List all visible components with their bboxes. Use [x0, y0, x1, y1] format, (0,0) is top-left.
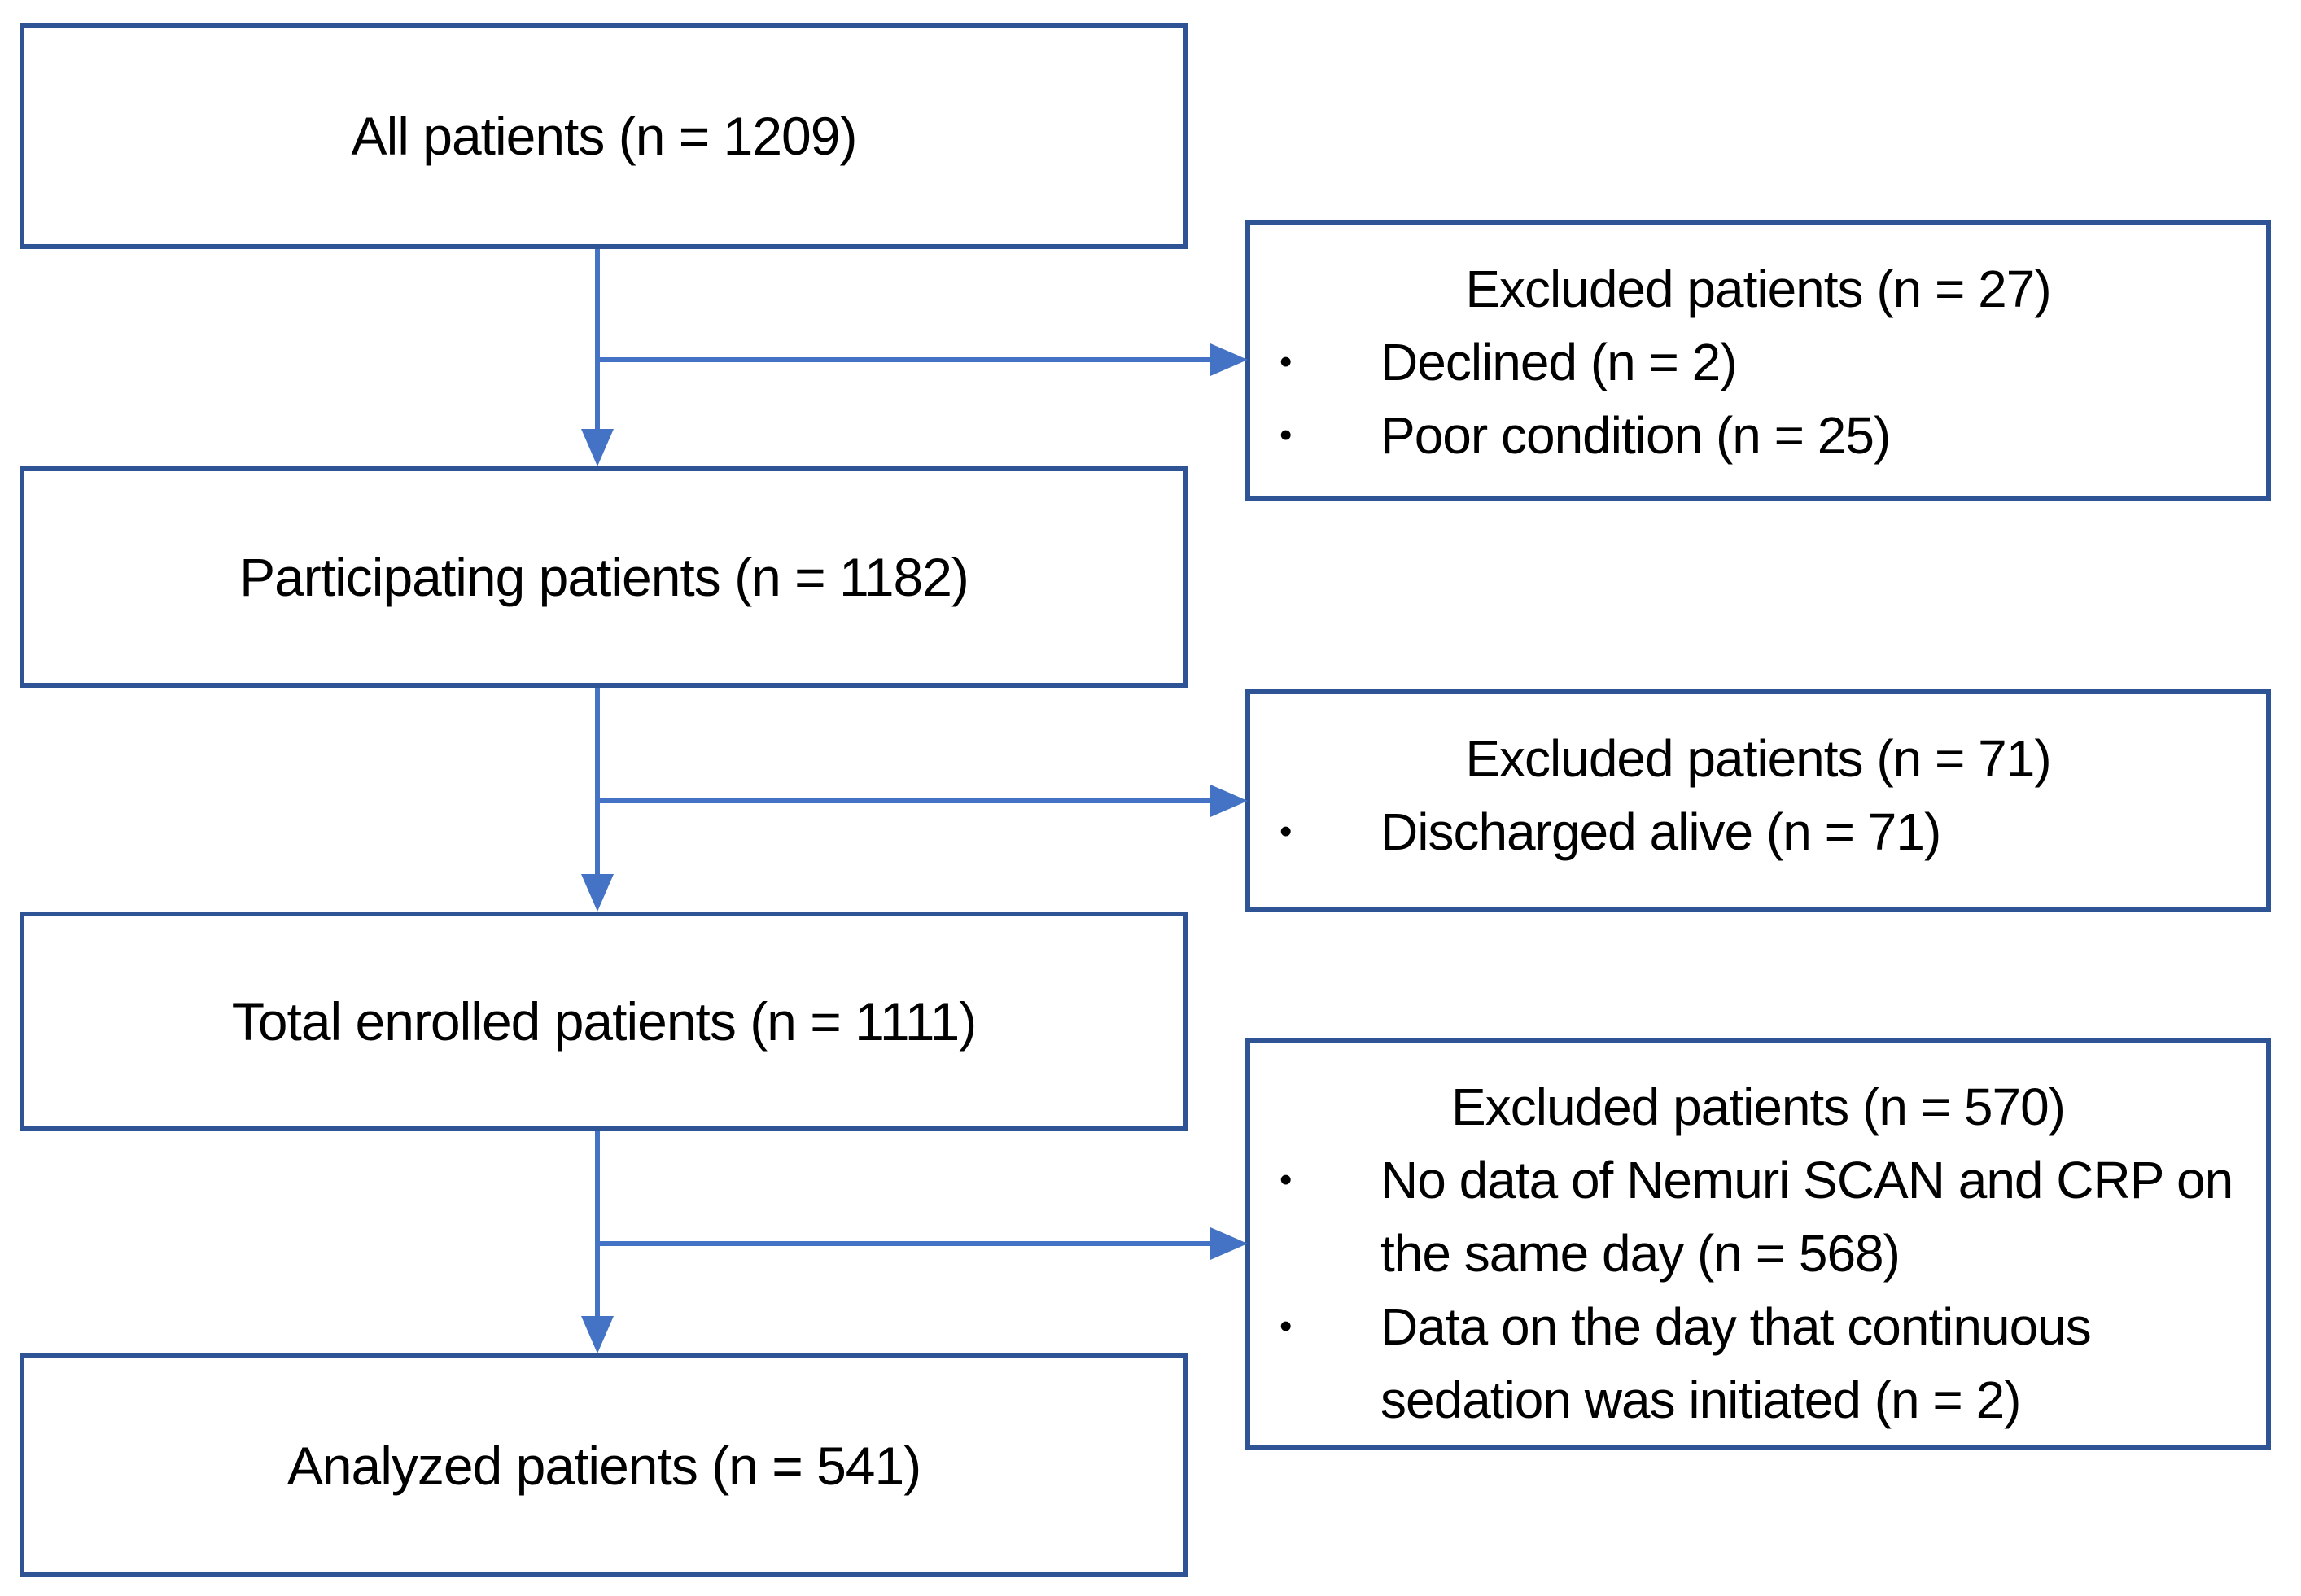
branch-line-3 [597, 1241, 1214, 1246]
arrow-down-icon [581, 1316, 614, 1353]
exclusion-item-text: Poor condition (n = 25) [1380, 406, 1891, 465]
arrow-down-icon [581, 429, 614, 466]
connector-line-1 [595, 249, 600, 436]
flow-box-all-patients: All patients (n = 1209) [20, 23, 1188, 249]
bullet-icon: • [1280, 811, 1292, 851]
flow-box-label: Total enrolled patients (n = 1111) [231, 991, 977, 1052]
exclusion-title: Excluded patients (n = 570) [1451, 1078, 2066, 1136]
exclusion-box-27: Excluded patients (n = 27) • Declined (n… [1245, 220, 2271, 501]
exclusion-item: • Discharged alive (n = 71) [1250, 795, 2266, 868]
bullet-icon: • [1280, 415, 1292, 455]
bullet-icon: • [1280, 342, 1292, 382]
connector-line-2 [595, 688, 600, 880]
branch-line-2 [597, 798, 1214, 803]
exclusion-item: • Declined (n = 2) [1250, 326, 2266, 399]
branch-line-1 [597, 357, 1214, 362]
flow-box-total-enrolled-patients: Total enrolled patients (n = 1111) [20, 912, 1188, 1131]
exclusion-box-71: Excluded patients (n = 71) • Discharged … [1245, 689, 2271, 912]
bullet-icon: • [1280, 1160, 1292, 1200]
exclusion-title: Excluded patients (n = 27) [1465, 260, 2051, 318]
exclusion-item-text: Declined (n = 2) [1380, 333, 1738, 391]
exclusion-title: Excluded patients (n = 71) [1465, 729, 2051, 788]
arrow-right-icon [1210, 785, 1248, 817]
arrow-right-icon [1210, 1227, 1248, 1260]
exclusion-item-text: Data on the day that continuous sedation… [1380, 1297, 2092, 1429]
flow-box-label: Analyzed patients (n = 541) [287, 1435, 921, 1496]
flow-box-label: Participating patients (n = 1182) [239, 547, 969, 607]
bullet-icon: • [1280, 1306, 1292, 1346]
exclusion-item: • Poor condition (n = 25) [1250, 399, 2266, 472]
exclusion-item-text: No data of Nemuri SCAN and CRP on the sa… [1380, 1151, 2233, 1283]
flow-box-participating-patients: Participating patients (n = 1182) [20, 466, 1188, 688]
exclusion-item: • No data of Nemuri SCAN and CRP on the … [1250, 1143, 2266, 1290]
flow-box-analyzed-patients: Analyzed patients (n = 541) [20, 1353, 1188, 1577]
exclusion-item: • Data on the day that continuous sedati… [1250, 1290, 2266, 1436]
exclusion-item-text: Discharged alive (n = 71) [1380, 802, 1941, 861]
exclusion-box-570: Excluded patients (n = 570) • No data of… [1245, 1038, 2271, 1450]
flow-box-label: All patients (n = 1209) [351, 106, 858, 166]
connector-line-3 [595, 1131, 600, 1320]
arrow-right-icon [1210, 343, 1248, 376]
arrow-down-icon [581, 874, 614, 912]
